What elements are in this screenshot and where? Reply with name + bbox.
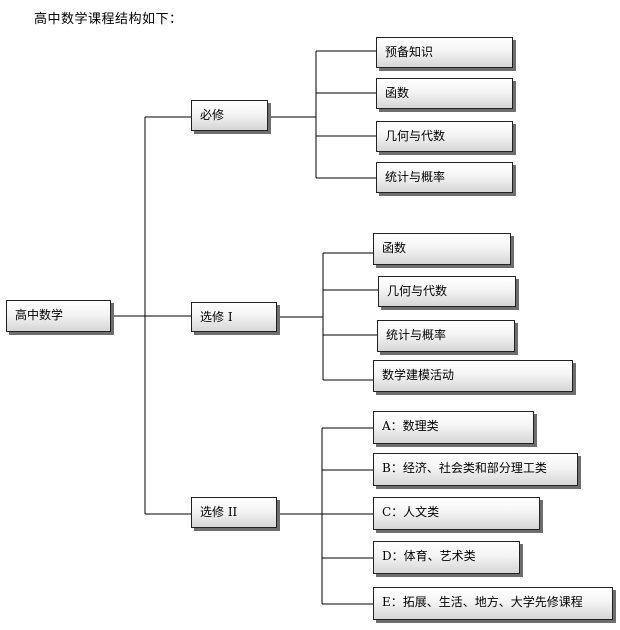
- group-node-required: 必修: [191, 100, 268, 131]
- leaf-node: 统计与概率: [377, 320, 515, 352]
- leaf-node: E：拓展、生活、地方、大学先修课程: [373, 587, 613, 620]
- leaf-node: B：经济、社会类和部分理工类: [373, 453, 578, 486]
- diagram-title: 高中数学课程结构如下：: [34, 12, 183, 27]
- group-node-elective-2: 选修 II: [191, 497, 277, 528]
- leaf-node: 数学建模活动: [373, 360, 573, 392]
- leaf-node: 预备知识: [376, 37, 513, 68]
- leaf-node: 函数: [373, 233, 511, 265]
- leaf-node: C：人文类: [373, 497, 540, 530]
- leaf-node: 函数: [376, 78, 513, 109]
- root-node: 高中数学: [6, 300, 111, 332]
- leaf-node: D：体育、艺术类: [373, 541, 520, 574]
- leaf-node: 几何与代数: [376, 121, 513, 152]
- leaf-node: 统计与概率: [376, 162, 513, 193]
- group-node-elective-1: 选修 I: [191, 302, 277, 332]
- leaf-node: A：数理类: [373, 411, 534, 444]
- leaf-node: 几何与代数: [378, 276, 516, 307]
